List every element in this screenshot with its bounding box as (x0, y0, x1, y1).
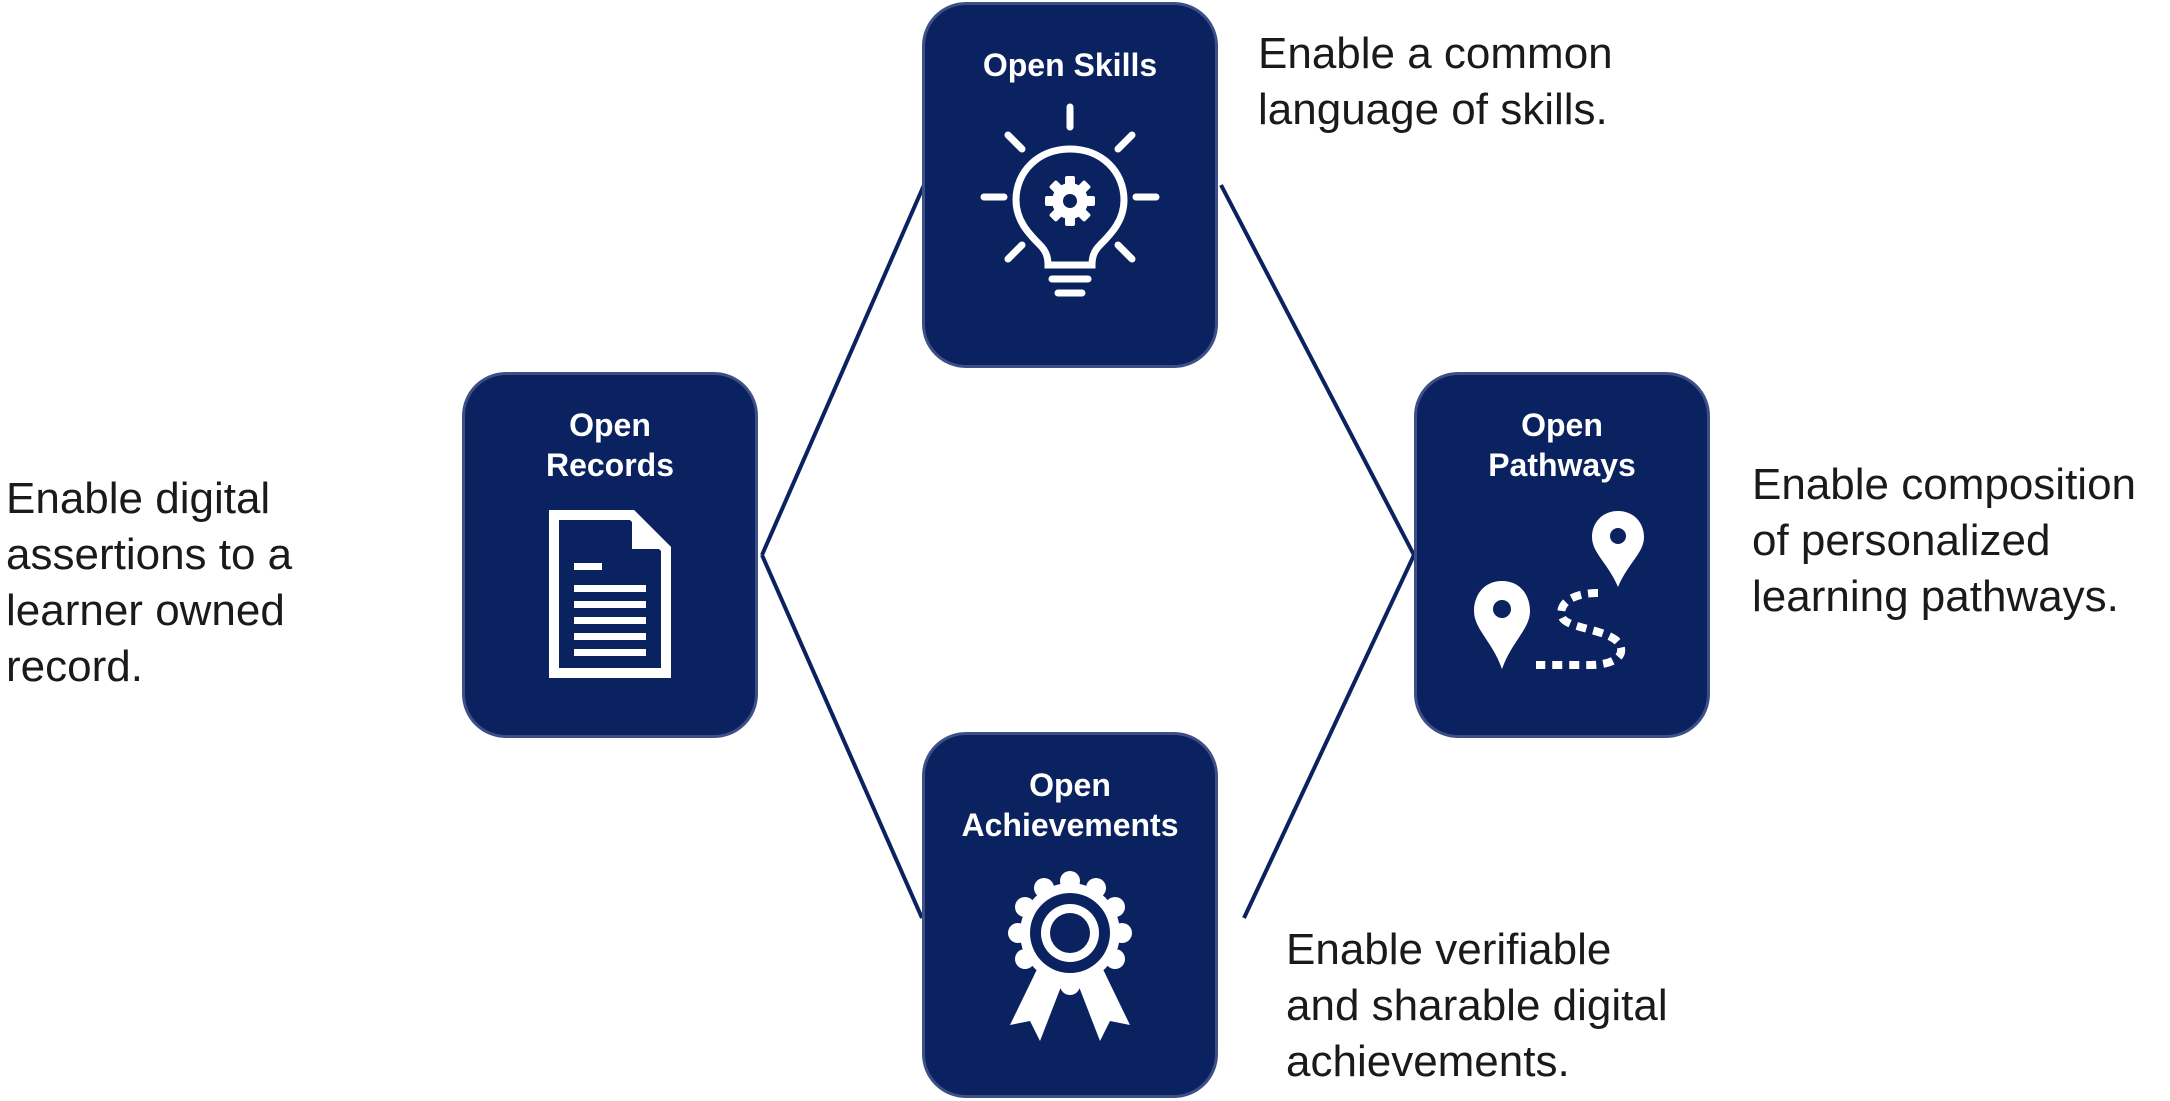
card-title-open-pathways: Open Pathways (1488, 407, 1636, 483)
card-open-achievements: Open Achievements (922, 732, 1218, 1098)
description-open-pathways: Enable composition of personalized learn… (1752, 460, 2137, 621)
description-open-records: Enable digital assertions to a learner o… (6, 474, 293, 691)
card-open-skills: Open Skills (922, 2, 1218, 368)
card-open-records: Open Records (462, 372, 758, 738)
award-ribbon-icon (1008, 871, 1132, 1041)
lightbulb-gear-icon (980, 103, 1160, 297)
card-title-open-records: Open Records (545, 407, 675, 483)
connector-skills-pathways (1219, 184, 1416, 556)
description-open-skills: Enable a common language of skills. (1258, 29, 1613, 134)
document-icon (549, 510, 671, 678)
card-open-pathways: Open Pathways (1414, 372, 1710, 738)
card-title-open-achievements: Open Achievements (961, 767, 1179, 843)
description-open-achievements: Enable verifiable and sharable digital a… (1286, 925, 1668, 1086)
connector-records-skills (760, 184, 926, 556)
map-pins-path-icon (1474, 511, 1644, 669)
connector-records-achievements (760, 554, 924, 919)
card-title-open-skills: Open Skills (982, 47, 1158, 83)
connector-achievements-pathways (1242, 554, 1416, 919)
